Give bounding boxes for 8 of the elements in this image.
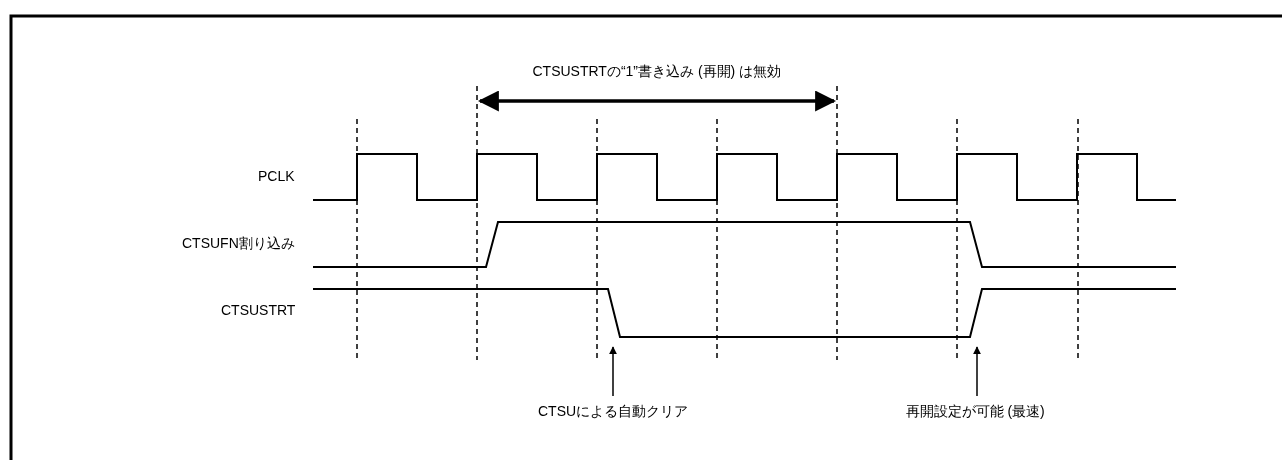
leader-line — [609, 346, 617, 397]
signal-name: CTSUSTRT — [221, 302, 296, 319]
annotation-text: CTSUSTRTの“1”書き込み (再開) は無効 — [532, 63, 782, 80]
leader-line — [973, 346, 981, 397]
signal-name: PCLK — [258, 168, 295, 185]
annotation-text: 再開設定が可能 (最速) — [905, 403, 1045, 420]
annotation-text: CTSUによる自動クリア — [538, 403, 689, 420]
signal-name: CTSUFN割り込み — [182, 235, 295, 252]
